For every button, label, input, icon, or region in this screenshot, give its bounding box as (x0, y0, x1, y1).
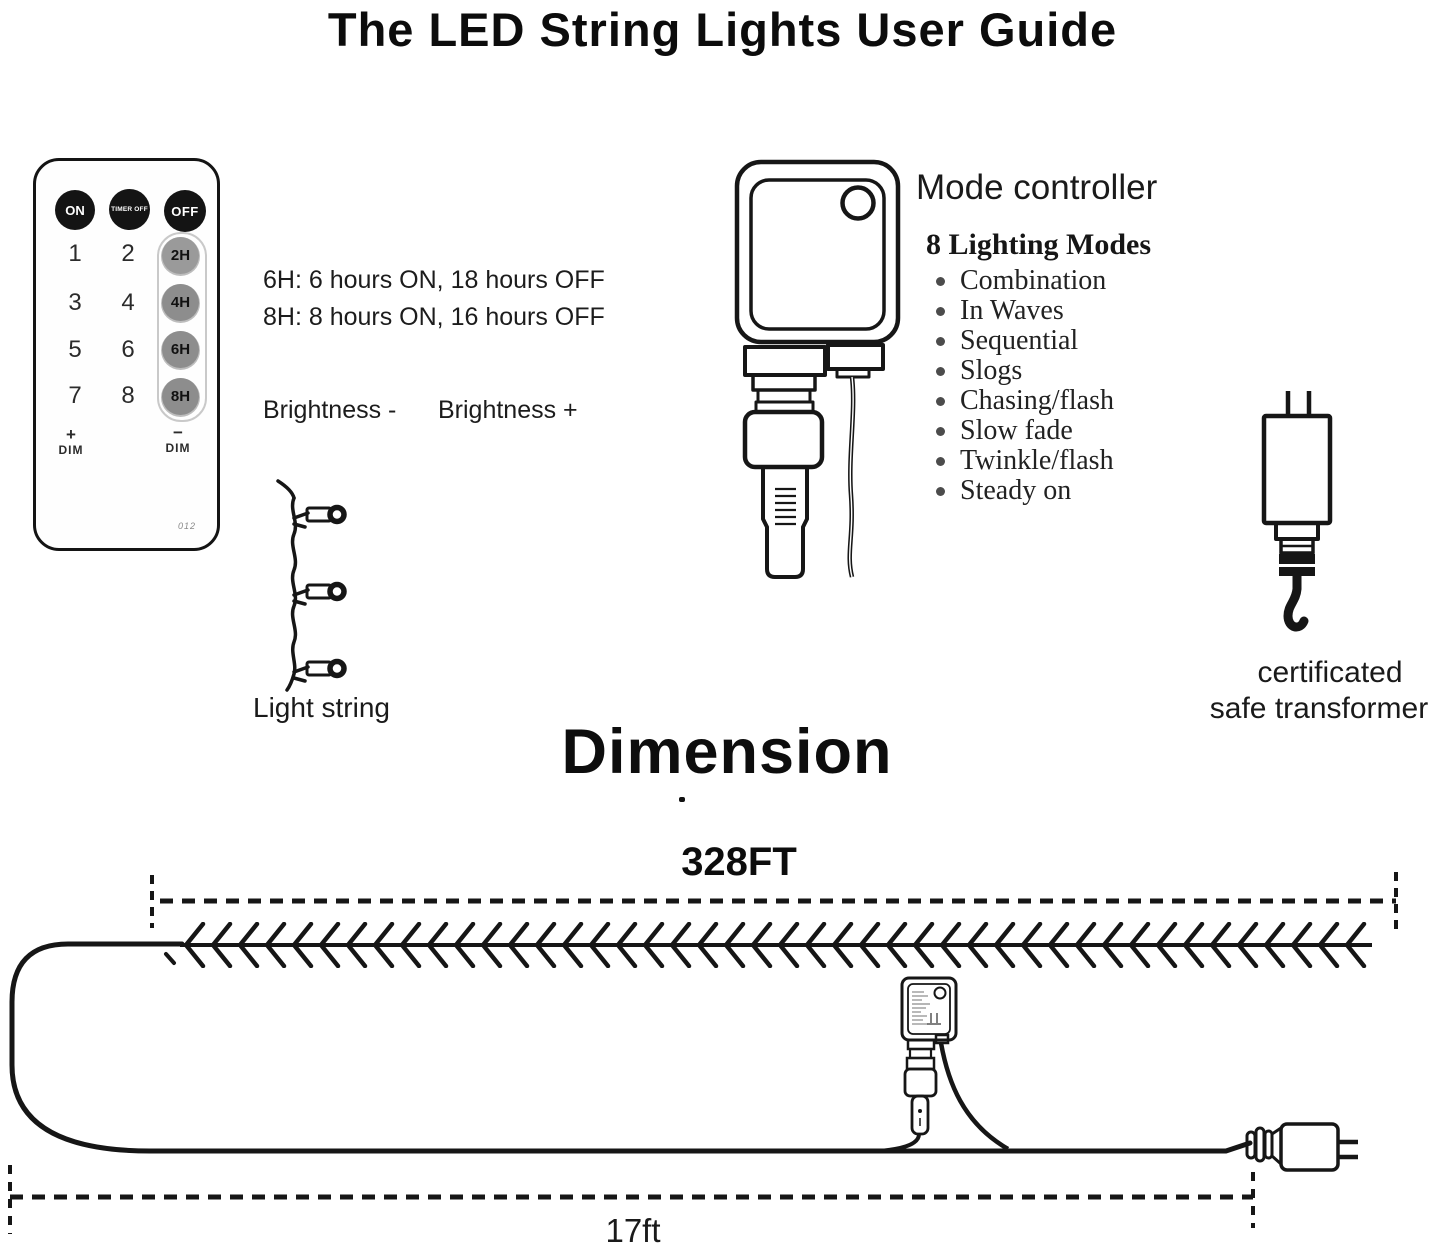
bullet-icon (936, 306, 945, 316)
remote-key-2: 2 (121, 240, 135, 267)
light-string-label: Light string (253, 692, 390, 723)
dimension-diagram (8, 872, 1398, 1234)
dim-minus-label: DIM (165, 441, 191, 455)
timer-8h-info: 8H: 8 hours ON, 16 hours OFF (263, 303, 605, 331)
timer-buttons-panel (157, 232, 207, 422)
inline-controller (877, 976, 1010, 1153)
mode-controller-illustration (734, 159, 901, 579)
remote-key-3: 3 (68, 289, 82, 316)
remote-key-4: 4 (121, 289, 135, 316)
transformer-label-line1: certificated (1257, 656, 1403, 689)
dim-plus-label: DIM (58, 443, 84, 457)
lighting-mode-label: Chasing/flash (960, 385, 1114, 416)
lighting-mode-label: Combination (960, 265, 1107, 296)
lighting-modes-heading: 8 Lighting Modes (926, 228, 1152, 261)
remote-on-label: ON (65, 202, 85, 218)
page-title: The LED String Lights User Guide (327, 3, 1118, 56)
bullet-icon (936, 426, 945, 436)
remote-4h-button: 4H (162, 284, 199, 321)
brightness-minus-label: Brightness - (263, 396, 397, 424)
dim-minus-button: − DIM (160, 423, 196, 455)
lighting-mode-label: Slogs (960, 355, 1023, 386)
lighting-mode-item: Slogs (936, 356, 1336, 386)
timer-6h-info: 6H: 6 hours ON, 18 hours OFF (263, 266, 605, 294)
remote-2h-button: 2H (162, 237, 199, 274)
lead-wire (9, 941, 1253, 1154)
dimension-dot (679, 797, 685, 802)
dim-plus-sign: + (66, 425, 76, 444)
remote-timer-off-label: TIMER OFF (111, 206, 148, 213)
transformer-label-line2: safe transformer (1209, 692, 1429, 725)
lead-length-label: 17ft (605, 1212, 661, 1246)
remote-key-6: 6 (121, 336, 135, 363)
bullet-icon (936, 396, 945, 406)
remote-off-button: OFF (164, 190, 206, 232)
mode-controller-title: Mode controller (916, 168, 1158, 207)
bullet-icon (936, 336, 945, 346)
remote-model-code: 012 (178, 521, 197, 531)
remote-8h-button: 8H (162, 378, 199, 415)
lighting-mode-label: Twinkle/flash (960, 445, 1114, 476)
lighting-mode-item: Steady on (936, 476, 1336, 506)
light-string-illustration (276, 479, 347, 692)
lighting-mode-item: Twinkle/flash (936, 446, 1336, 476)
transformer-illustration (1261, 391, 1333, 632)
lighting-mode-item: Slow fade (936, 416, 1336, 446)
lighting-mode-label: Slow fade (960, 415, 1073, 446)
lighting-mode-label: Steady on (960, 475, 1072, 506)
remote-timer-off-button: TIMER OFF (109, 189, 150, 230)
remote-6h-button: 6H (162, 331, 199, 368)
remote-control-illustration: ON TIMER OFF OFF 2H 4H 6H 8H 1 2 3 4 5 6… (33, 158, 220, 551)
end-plug (1245, 1122, 1358, 1172)
dim-plus-button: + DIM (53, 425, 89, 457)
lighting-mode-item: Combination (936, 266, 1336, 296)
lighting-mode-item: In Waves (936, 296, 1336, 326)
dimension-heading: Dimension (561, 717, 893, 787)
lighting-modes-list: Combination In Waves Sequential Slogs Ch… (936, 266, 1336, 506)
remote-key-8: 8 (121, 382, 135, 409)
bullet-icon (936, 366, 945, 376)
bullet-icon (936, 456, 945, 466)
dim-minus-sign: − (173, 423, 183, 442)
total-length-label: 328FT (681, 840, 797, 884)
bullet-icon (936, 276, 945, 286)
remote-key-7: 7 (68, 382, 82, 409)
brightness-plus-label: Brightness + (438, 396, 578, 424)
remote-key-5: 5 (68, 336, 82, 363)
remote-key-1: 1 (68, 240, 82, 267)
lighting-mode-label: Sequential (960, 325, 1079, 356)
remote-on-button: ON (55, 190, 95, 230)
lighting-mode-item: Chasing/flash (936, 386, 1336, 416)
bullet-icon (936, 486, 945, 496)
lighting-mode-item: Sequential (936, 326, 1336, 356)
lighting-mode-label: In Waves (960, 295, 1064, 326)
remote-off-label: OFF (171, 203, 199, 219)
